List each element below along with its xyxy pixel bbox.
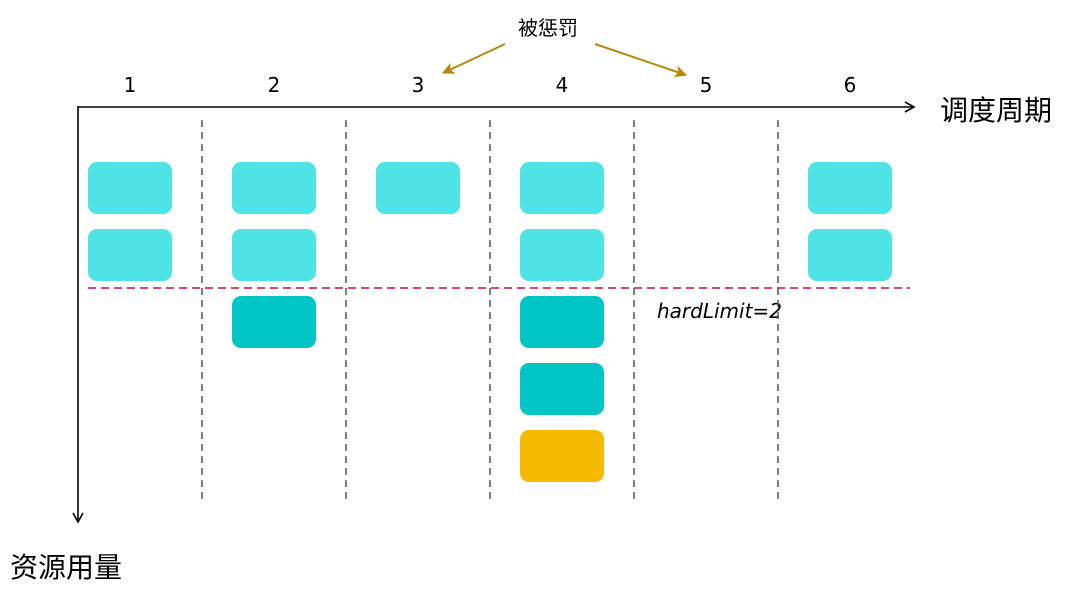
resource-block-dark [232, 296, 316, 348]
penalty-arrow-right [594, 43, 687, 78]
resource-block-amber [520, 430, 604, 482]
penalty-label: 被惩罚 [518, 16, 578, 40]
resource-block-light [376, 162, 460, 214]
period-dividers [201, 120, 779, 502]
y-axis-label: 资源用量 [10, 551, 122, 584]
resource-block-light [808, 229, 892, 281]
resource-block-light [88, 229, 172, 281]
hard-limit-label: hardLimit=2 [657, 299, 782, 323]
resource-block-light [808, 162, 892, 214]
resource-block-light [232, 162, 316, 214]
resource-block-dark [520, 363, 604, 415]
period-label-3: 3 [412, 73, 425, 97]
period-labels: 1 2 3 4 5 6 [124, 73, 857, 97]
period-label-5: 5 [700, 73, 713, 97]
resource-block-light [520, 229, 604, 281]
period-label-4: 4 [556, 73, 569, 97]
resource-block-light [520, 162, 604, 214]
penalty-arrow-left [442, 43, 506, 74]
period-label-2: 2 [268, 73, 281, 97]
resource-block-light [88, 162, 172, 214]
resource-block-light [232, 229, 316, 281]
resource-blocks [88, 162, 892, 482]
resource-block-dark [520, 296, 604, 348]
period-label-1: 1 [124, 73, 137, 97]
x-axis-label: 调度周期 [940, 94, 1052, 127]
period-label-6: 6 [844, 73, 857, 97]
